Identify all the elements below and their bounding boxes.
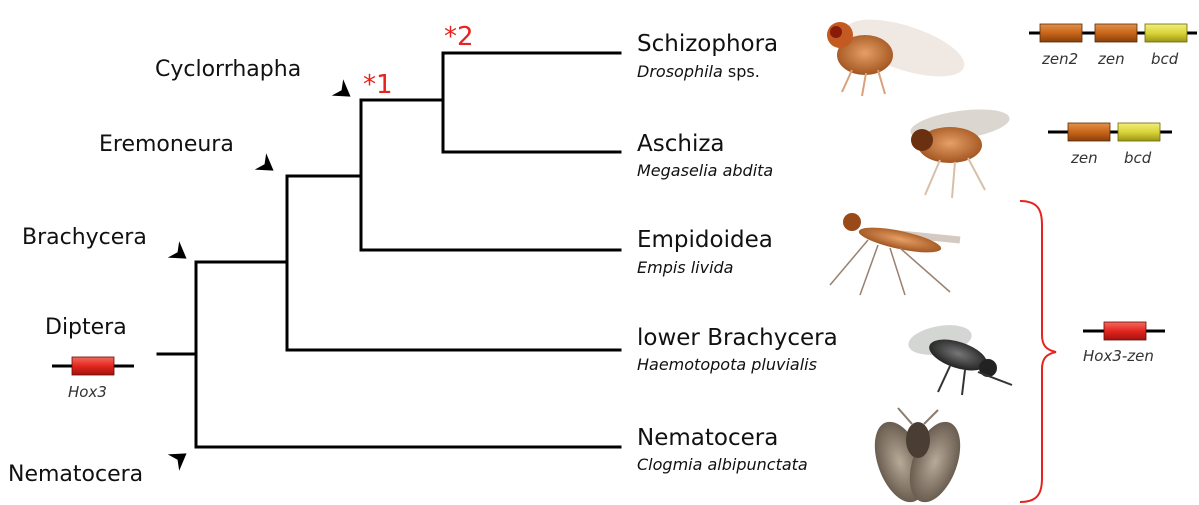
node-label-nematocera: Nematocera: [8, 464, 143, 486]
node-label-eremoneura: Eremoneura: [99, 134, 234, 156]
taxon-species-label: Haemotopota pluvialis: [637, 357, 817, 373]
event-marker-2: *2: [444, 24, 474, 50]
arrow-cyclorrhapha-icon: [332, 79, 357, 105]
node-label-diptera: Diptera: [45, 317, 127, 339]
gene-label-zen: zen: [1098, 52, 1125, 67]
drosophila-image: [827, 8, 971, 96]
node-label-cyclorrhapha: Cyclorrhapha: [155, 59, 301, 81]
clogmia-image: [865, 408, 970, 505]
taxon-group-label: Schizophora: [637, 33, 778, 56]
gene-zen-box: [1095, 24, 1137, 42]
group-bracket: [1020, 201, 1056, 502]
gene-bcd-box: [1118, 123, 1160, 141]
gene-zen2-box: [1040, 24, 1082, 42]
taxon-species-label: Drosophila sps.: [637, 64, 760, 80]
gene-cluster-hox3: [52, 357, 134, 375]
taxon-group-label: Empidoidea: [637, 229, 773, 252]
gene-label-hox3-zen: Hox3-zen: [1083, 349, 1154, 364]
taxon-group-label: Aschiza: [637, 133, 725, 156]
gene-bcd-box: [1145, 24, 1187, 42]
arrow-brachycera-icon: [168, 241, 193, 267]
gene-cluster-hox3-zen: [1083, 322, 1165, 340]
gene-cluster-aschiza: [1048, 123, 1172, 141]
event-marker-1: *1: [363, 72, 393, 98]
taxon-group-label: lower Brachycera: [637, 327, 838, 350]
taxon-species-label: Megaselia abdita: [637, 163, 773, 179]
gene-label-zen2: zen2: [1042, 52, 1078, 67]
gene-hox3-box: [72, 357, 114, 375]
node-label-brachycera: Brachycera: [22, 227, 147, 249]
gene-zen-box: [1068, 123, 1110, 141]
gene-label-bcd: bcd: [1124, 151, 1151, 166]
taxon-group-label: Nematocera: [637, 427, 778, 450]
arrow-nematocera-icon: [168, 445, 193, 471]
gene-label-bcd: bcd: [1151, 52, 1178, 67]
tree-branches: [158, 53, 620, 447]
gene-hox3-zen-box: [1104, 322, 1146, 340]
taxon-species-label: Clogmia albipunctata: [637, 457, 808, 473]
gene-cluster-schizophora: [1029, 24, 1197, 42]
gene-label-zen: zen: [1071, 151, 1098, 166]
empis-image: [830, 213, 960, 295]
megaselia-image: [909, 104, 1012, 198]
gene-label-hox3: Hox3: [68, 385, 107, 400]
taxon-species-label: Empis livida: [637, 260, 733, 276]
haemotopota-image: [906, 321, 1012, 395]
arrow-eremoneura-icon: [255, 153, 280, 179]
